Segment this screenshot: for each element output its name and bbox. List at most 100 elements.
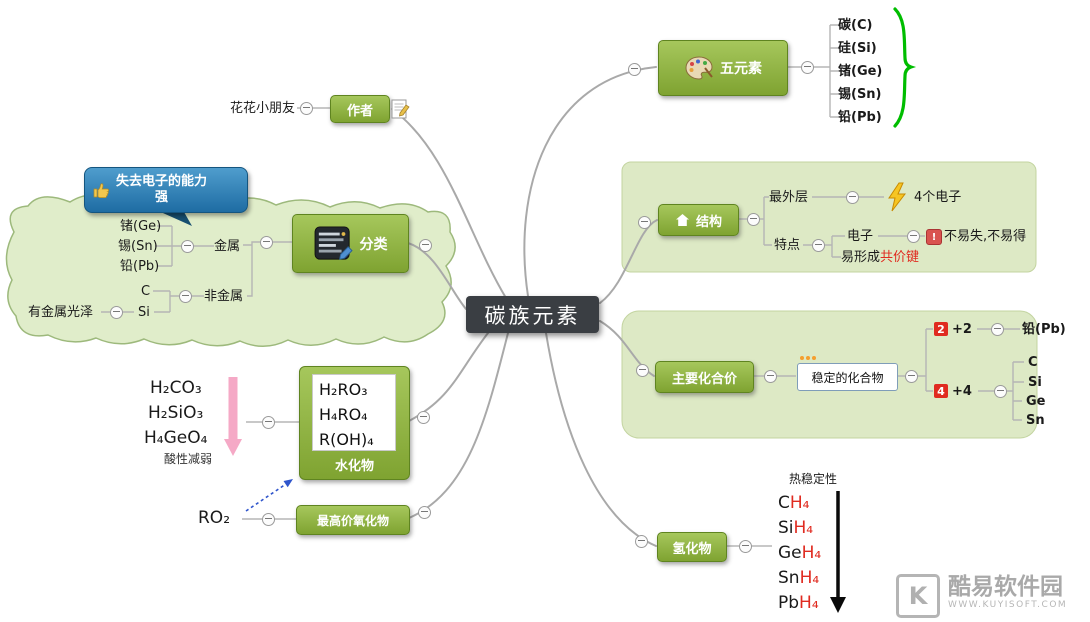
metal-label[interactable]: 金属 [214,239,241,254]
five-element-item[interactable]: 锡(Sn) [838,87,882,102]
bond-highlight: 共价键 [880,250,920,265]
collapse-button[interactable] [628,63,641,76]
plus4-element[interactable]: C [1028,355,1038,370]
callout-lose-electron[interactable]: 失去电子的能力 强 [84,167,248,213]
hydrate-formula: H₄RO₄ [319,405,368,424]
plus4-element[interactable]: Sn [1026,413,1045,428]
collapse-button[interactable] [110,306,123,319]
plus4-element[interactable]: Si [1028,375,1042,390]
plus2-value[interactable]: +2 [952,322,972,337]
hydride-node[interactable]: 氢化物 [657,532,727,562]
hydride-formula[interactable]: CH₄ [778,493,809,513]
collapse-button[interactable] [260,236,273,249]
classification-node[interactable]: 分类 [292,214,409,273]
five-elements-label: 五元素 [720,61,762,77]
five-element-item[interactable]: 碳(C) [838,18,873,33]
collapse-button[interactable] [262,416,275,429]
electron-value[interactable]: 不易失,不易得 [944,229,1027,244]
outermost-value[interactable]: 4个电子 [914,190,962,205]
bond-prefix: 易形成 [841,250,881,265]
collapse-button[interactable] [635,535,648,548]
stable-compound-box[interactable]: 稳定的化合物 [797,363,898,391]
hydride-formula[interactable]: GeH₄ [778,543,821,563]
valence-badge-2: 2 [934,322,948,336]
collapse-button[interactable] [764,370,777,383]
watermark-logo: K [896,574,940,618]
collapse-button[interactable] [907,230,920,243]
metal-item[interactable]: 锗(Ge) [120,219,162,234]
brace-decoration [893,7,917,128]
oxide-node[interactable]: 最高价氧化物 [296,505,410,535]
hydride-base: Sn [778,568,800,588]
collapse-button[interactable] [747,213,760,226]
nonmetal-label[interactable]: 非金属 [204,289,244,304]
structure-node[interactable]: 结构 [658,204,739,236]
nonmetal-item[interactable]: Si [138,305,150,320]
collapse-button[interactable] [801,61,814,74]
hydride-sub: H₄ [801,543,822,563]
plus4-value[interactable]: +4 [952,384,972,399]
hydride-formula[interactable]: SiH₄ [778,518,813,538]
central-topic[interactable]: 碳族元素 [466,296,599,333]
five-elements-node[interactable]: 五元素 [658,40,788,96]
collapse-button[interactable] [636,364,649,377]
electron-label[interactable]: 电子 [847,229,874,244]
home-icon [675,213,690,227]
feature-label[interactable]: 特点 [774,238,801,253]
hydrate-formula: R(OH)₄ [319,430,374,449]
bond-note[interactable]: 易形成共价键 [841,250,919,265]
hydride-base: Pb [778,593,800,613]
metal-item[interactable]: 铅(Pb) [120,259,160,274]
five-element-item[interactable]: 铅(Pb) [838,110,882,125]
collapse-button[interactable] [991,323,1004,336]
classification-label: 分类 [359,236,388,253]
lightning-icon [886,182,908,212]
hydrate-label: 水化物 [334,459,374,474]
oxide-formula[interactable]: RO₂ [198,508,231,528]
collapse-button[interactable] [181,240,194,253]
thermal-trend-label: 热稳定性 [789,472,838,486]
collapse-button[interactable] [812,239,825,252]
nonmetal-item[interactable]: C [141,284,151,299]
collapse-button[interactable] [994,385,1007,398]
structure-label: 结构 [695,214,722,230]
palette-icon [684,55,714,81]
five-element-item[interactable]: 锗(Ge) [838,64,883,79]
acid-formula[interactable]: H₂CO₃ [150,378,202,398]
five-element-item[interactable]: 硅(Si) [838,41,877,56]
watermark-url: WWW.KUYISOFT.COM [948,600,1068,610]
collapse-button[interactable] [905,370,918,383]
hydrate-formula-box: H₂RO₃ H₄RO₄ R(OH)₄ [312,374,396,451]
collapse-button[interactable] [262,513,275,526]
metal-item[interactable]: 锡(Sn) [118,239,158,254]
notes-dots-icon [800,356,816,360]
hydride-sub: H₄ [799,568,820,588]
acid-formula[interactable]: H₂SiO₃ [148,403,204,423]
author-name[interactable]: 花花小朋友 [230,101,296,116]
hydride-base: C [778,493,790,513]
hydride-formula[interactable]: PbH₄ [778,593,819,613]
collapse-button[interactable] [418,506,431,519]
collapse-button[interactable] [417,411,430,424]
collapse-button[interactable] [739,540,752,553]
watermark: K 酷易软件园 WWW.KUYISOFT.COM [896,574,1067,618]
hydrate-formula: H₂RO₃ [319,380,368,399]
callout-line1: 失去电子的能力 [116,174,208,189]
hydride-base: Ge [778,543,802,563]
outermost-label[interactable]: 最外层 [769,190,809,205]
mixer-panel-icon [314,225,354,262]
author-node[interactable]: 作者 [330,95,390,123]
acid-formula[interactable]: H₄GeO₄ [144,428,208,448]
hydride-formula[interactable]: SnH₄ [778,568,819,588]
valence-node[interactable]: 主要化合价 [655,361,754,393]
collapse-button[interactable] [846,191,859,204]
collapse-button[interactable] [638,216,651,229]
collapse-button[interactable] [419,239,432,252]
luster-note[interactable]: 有金属光泽 [28,305,94,320]
collapse-button[interactable] [300,102,313,115]
collapse-button[interactable] [179,290,192,303]
plus2-element[interactable]: 铅(Pb) [1022,322,1066,337]
plus4-element[interactable]: Ge [1026,394,1046,409]
hydrate-node[interactable]: H₂RO₃ H₄RO₄ R(OH)₄ 水化物 [299,366,410,480]
